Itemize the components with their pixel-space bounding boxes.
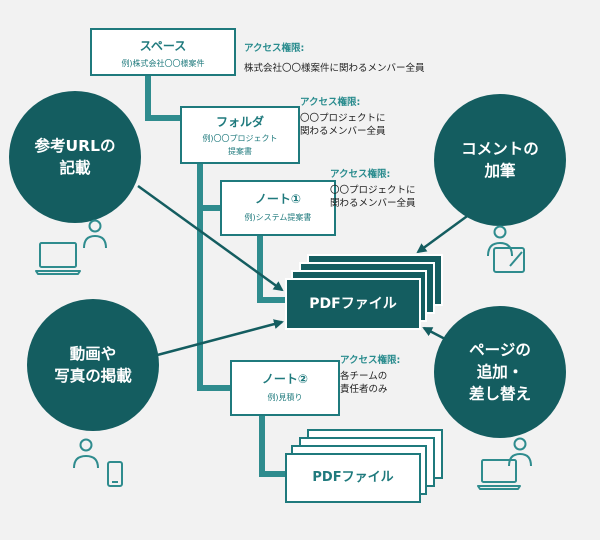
feature-circle-url bbox=[9, 91, 141, 223]
arrow-url-to-pdf bbox=[137, 184, 284, 292]
folder-example-line2: 提案書 bbox=[228, 147, 252, 156]
folder-example-line1: 例)〇〇プロジェクト bbox=[202, 134, 278, 143]
note2-example: 例)見積り bbox=[267, 393, 303, 402]
laptop-user-icon bbox=[35, 219, 107, 275]
pdf-bottom-label: PDFファイル bbox=[312, 470, 394, 485]
feature-media-text: 動画や 写真の掲載 bbox=[54, 345, 132, 385]
laptop-user-icon bbox=[477, 437, 532, 490]
access-note2-label: アクセス権限: bbox=[340, 355, 401, 366]
space-example: 例)株式会社〇〇様案件 bbox=[121, 59, 205, 68]
access-note1-label: アクセス権限: bbox=[330, 169, 391, 180]
arrow-comment-to-pdf bbox=[416, 212, 471, 254]
access-folder: アクセス権限: 〇〇プロジェクトに 関わるメンバー全員 bbox=[300, 94, 460, 138]
feature-circle-media bbox=[27, 299, 159, 431]
feature-page-text: ページの 追加・ 差し替え bbox=[468, 341, 531, 403]
feature-url-text: 参考URLの 記載 bbox=[34, 137, 116, 177]
pdf-main-stack bbox=[285, 254, 443, 330]
note1-example: 例)システム提案書 bbox=[244, 213, 312, 222]
connector-space-folder bbox=[145, 76, 180, 121]
feature-circle-page bbox=[434, 306, 566, 438]
note1-box: ノート① 例)システム提案書 bbox=[220, 180, 336, 236]
note2-box: ノート② 例)見積り bbox=[230, 360, 340, 416]
access-note2-line1: 各チームの bbox=[340, 371, 388, 382]
feature-comment-text: コメントの 加筆 bbox=[461, 140, 539, 180]
access-folder-line1: 〇〇プロジェクトに bbox=[300, 113, 386, 124]
note2-title: ノート② bbox=[261, 372, 309, 386]
access-space-label: アクセス権限: bbox=[244, 43, 305, 54]
access-note1: アクセス権限: 〇〇プロジェクトに 関わるメンバー全員 bbox=[330, 166, 490, 210]
pdf-bottom-stack bbox=[285, 429, 443, 503]
hierarchy-connectors bbox=[145, 76, 286, 477]
access-note2-line2: 責任者のみ bbox=[340, 384, 388, 395]
connector-note1-pdf bbox=[257, 236, 286, 303]
access-note2: アクセス権限: 各チームの 責任者のみ bbox=[340, 352, 440, 396]
connector-folder-note2 bbox=[197, 164, 232, 391]
user-smartphone-icon bbox=[73, 438, 123, 487]
space-title: スペース bbox=[139, 39, 187, 53]
folder-title: フォルダ bbox=[215, 115, 264, 129]
access-space-line1: 株式会社〇〇様案件に関わるメンバー全員 bbox=[244, 63, 425, 74]
access-note1-line1: 〇〇プロジェクトに bbox=[330, 185, 416, 196]
user-tablet-pen-icon bbox=[487, 225, 525, 273]
pdf-main-label: PDFファイル bbox=[309, 296, 397, 312]
access-space: アクセス権限: 株式会社〇〇様案件に関わるメンバー全員 bbox=[244, 40, 584, 75]
connector-note2-pdf bbox=[259, 416, 286, 477]
space-box: スペース 例)株式会社〇〇様案件 bbox=[90, 28, 236, 76]
arrow-media-to-pdf bbox=[145, 319, 284, 360]
access-folder-line2: 関わるメンバー全員 bbox=[300, 126, 386, 137]
note1-title: ノート① bbox=[254, 192, 302, 206]
access-folder-label: アクセス権限: bbox=[300, 97, 361, 108]
folder-box: フォルダ 例)〇〇プロジェクト 提案書 bbox=[180, 106, 300, 164]
access-note1-line2: 関わるメンバー全員 bbox=[330, 198, 416, 209]
feature-circle-comment bbox=[434, 94, 566, 226]
